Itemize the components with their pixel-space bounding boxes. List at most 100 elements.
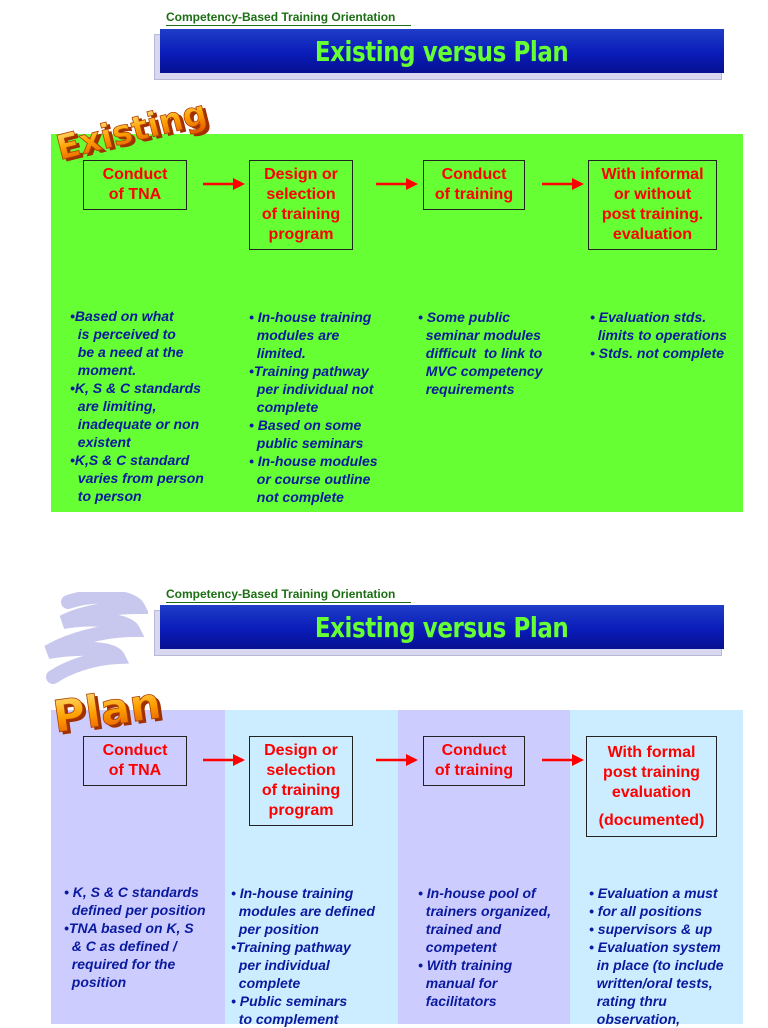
bullet-line: limits to operations [590,327,727,343]
box-line: Design or [264,742,338,759]
slide2-banner-title: Existing versus Plan [315,610,569,644]
bullet-line: to complement [231,1011,339,1027]
bullet-line: • With training [418,957,513,973]
slide2-subtitle-underline [166,602,411,603]
box-line: of TNA [108,186,162,203]
bullet-line: • In-house training [249,309,372,325]
bullet-line: trained and [418,921,502,937]
box-line: Conduct [441,166,507,183]
bullet-line: •K,S & C standard [70,452,190,468]
slide2-box-conduct-tna: Conduct of TNA [83,736,187,786]
bullet-line: manual for [418,975,498,991]
bullet-line: public seminars [249,435,364,451]
bullet-line: or course outline [249,471,371,487]
slide1-wordart: Existing Existing [44,92,215,171]
bullet-line: required for the [64,956,176,972]
arrow-right-icon [376,754,418,766]
slide1-subtitle: Competency-Based Training Orientation [166,10,396,24]
bullet-line: defined per position [64,902,206,918]
slide2-column-4 [570,710,743,1024]
box-line: of training [261,782,341,799]
box-line: of training [434,186,514,203]
box-line: With informal [601,166,704,183]
bullet-line: • Evaluation a must [589,885,718,901]
box-line: program [268,226,334,243]
arrow-right-icon [376,178,418,190]
bullet-line: • In-house modules [249,453,378,469]
bullet-line: • In-house training [231,885,354,901]
arrow-right-icon [542,754,584,766]
slide1-box-conduct-training: Conduct of training [423,160,525,210]
swirl-decoration-icon [38,589,150,697]
slide1-bullets-design: • In-house training modules are limited.… [249,308,419,506]
slide1-banner: Existing versus Plan [160,29,724,73]
bullet-line: • Evaluation stds. [590,309,707,325]
bullet-line: competent [418,939,497,955]
bullet-line: not complete [249,489,344,505]
slide2-box-design-selection: Design or selection of training program [249,736,353,826]
box-line: Conduct [102,166,168,183]
box-line: Design or [264,166,338,183]
slide1-banner-title: Existing versus Plan [315,34,569,68]
bullet-line: facilitators [418,993,497,1009]
bullet-line: written/oral tests, [589,975,713,991]
arrow-right-icon [203,178,245,190]
bullet-line: • Some public [418,309,511,325]
bullet-line: rating thru [589,993,667,1009]
bullet-line: limited. [249,345,306,361]
bullet-line: per individual not [249,381,374,397]
slide2-bullets-evaluation: • Evaluation a must • for all positions • … [589,884,749,1028]
slide1-box-conduct-tna: Conduct of TNA [83,160,187,210]
bullet-line: • Based on some [249,417,362,433]
slide2-wordart: Plan Plan [44,668,184,746]
slide2-box-conduct-training: Conduct of training [423,736,525,786]
slide2-bullets-design: • In-house training modules are defined … [231,884,396,1028]
bullet-line: be a need at the [70,344,184,360]
slide1-box-evaluation: With informal or without post training. … [588,160,717,250]
slide1-bullets-evaluation: • Evaluation stds. limits to operations •… [590,308,750,362]
bullet-line: complete [231,975,301,991]
bullet-line: trainers organized, [418,903,552,919]
box-line: of training [261,206,341,223]
box-line: post training [603,763,700,781]
bullet-line: per position [231,921,319,937]
box-line: of TNA [108,762,162,779]
bullet-line: MVC competency [418,363,543,379]
bullet-line: complete [249,399,319,415]
bullet-line: per individual [231,957,330,973]
slide1-subtitle-underline [166,25,411,26]
bullet-line: • supervisors & up [589,921,713,937]
bullet-line: existent [70,434,131,450]
bullet-line: •K, S & C standards [70,380,201,396]
bullet-line: • Public seminars [231,993,348,1009]
slide2-banner: Existing versus Plan [160,605,724,649]
bullet-line: •TNA based on K, S [64,920,194,936]
bullet-line: requirements [418,381,515,397]
slide2-column-2 [225,710,398,1024]
arrow-right-icon [542,178,584,190]
box-line: or without [613,186,692,203]
box-line: program [268,802,334,819]
bullet-line: moment. [70,362,137,378]
bullet-line: • Stds. not complete [590,345,725,361]
bullet-line: is perceived to [70,326,176,342]
box-line: Conduct [441,742,507,759]
box-line: Conduct [102,742,168,759]
bullet-line: inadequate or non [70,416,200,432]
bullet-line: • for all positions [589,903,703,919]
slide2-column-3 [398,710,570,1024]
bullet-line: to person [70,488,142,504]
bullet-line: • K, S & C standards [64,884,199,900]
slide2-column-1 [51,710,225,1024]
bullet-line: modules are defined [231,903,375,919]
slide1-panel [51,134,743,512]
box-line: selection [266,762,336,779]
slide2-box-evaluation: With formal post training evaluation (do… [586,736,717,837]
bullet-line: seminar modules [418,327,541,343]
slide1-bullets-conduct: • Some public seminar modules difficult … [418,308,588,398]
slide2-bullets-tna: • K, S & C standards defined per positio… [64,883,224,991]
box-line: (documented) [598,811,705,829]
bullet-line: •Training pathway [249,363,369,379]
bullet-line: position [64,974,127,990]
bullet-line: •Based on what [70,308,174,324]
